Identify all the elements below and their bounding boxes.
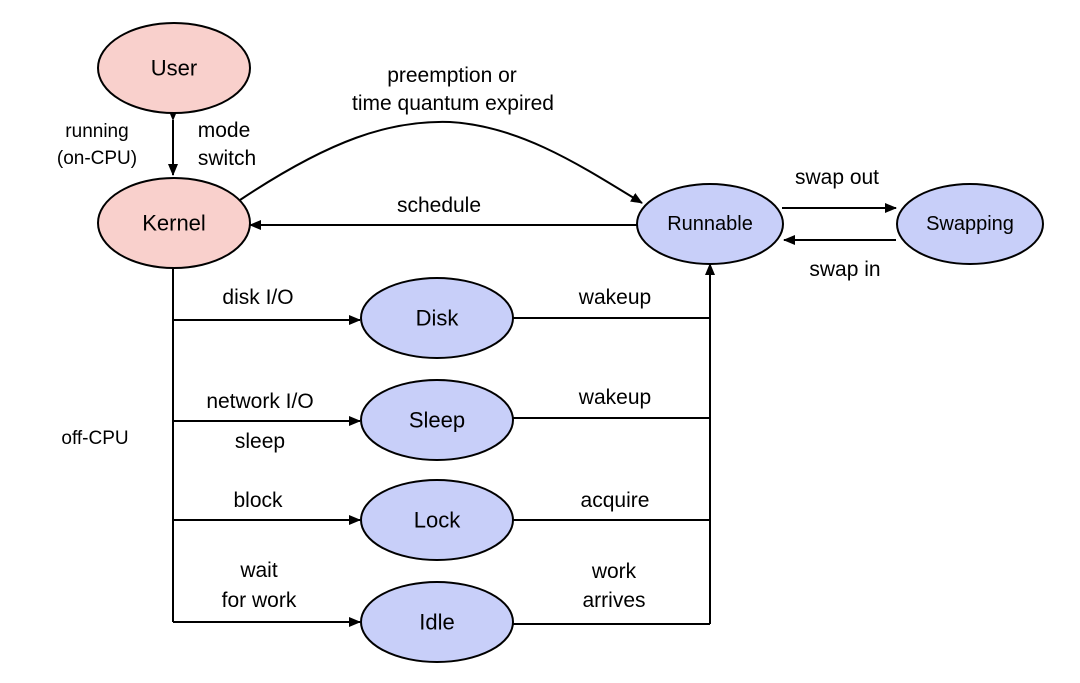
network-io-label: network I/O	[206, 390, 313, 413]
off-cpu-label: off-CPU	[61, 428, 128, 449]
state-idle-label: Idle	[419, 610, 454, 635]
state-runnable: Runnable	[636, 183, 784, 265]
running-label-line1: running	[65, 121, 128, 142]
preemption-label-line1: preemption or	[387, 64, 517, 87]
disk-io-label: disk I/O	[222, 286, 293, 309]
preemption-label-line2: time quantum expired	[352, 92, 554, 115]
preemption-edge	[239, 120, 643, 204]
schedule-label: schedule	[397, 194, 481, 217]
swap-in-label: swap in	[809, 258, 880, 281]
sleep-label: sleep	[235, 430, 285, 453]
state-lock-label: Lock	[414, 508, 461, 533]
state-kernel: Kernel	[97, 177, 251, 269]
state-swapping: Swapping	[896, 183, 1044, 265]
state-user-label: User	[151, 56, 197, 81]
mode-switch-label-line1: mode	[198, 119, 251, 142]
wait-for-work-label-line2: for work	[222, 589, 297, 612]
wait-for-work-label-line1: wait	[239, 559, 278, 582]
state-swapping-label: Swapping	[926, 213, 1014, 235]
running-label-line2: (on-CPU)	[57, 148, 137, 169]
state-lock: Lock	[360, 479, 514, 561]
wakeup-sleep-label: wakeup	[578, 386, 651, 409]
state-sleep-label: Sleep	[409, 408, 465, 433]
state-kernel-label: Kernel	[142, 211, 206, 236]
state-disk-label: Disk	[416, 306, 460, 331]
swap-out-label: swap out	[795, 166, 879, 189]
state-runnable-label: Runnable	[667, 213, 753, 235]
work-arrives-label-line1: work	[591, 560, 637, 583]
wakeup-disk-label: wakeup	[578, 286, 651, 309]
block-label: block	[233, 489, 283, 512]
state-user: User	[97, 22, 251, 114]
state-disk: Disk	[360, 277, 514, 359]
mode-switch-label-line2: switch	[198, 147, 256, 170]
work-arrives-label-line2: arrives	[582, 589, 645, 612]
state-idle: Idle	[360, 581, 514, 663]
acquire-label: acquire	[581, 489, 650, 512]
state-sleep: Sleep	[360, 379, 514, 461]
